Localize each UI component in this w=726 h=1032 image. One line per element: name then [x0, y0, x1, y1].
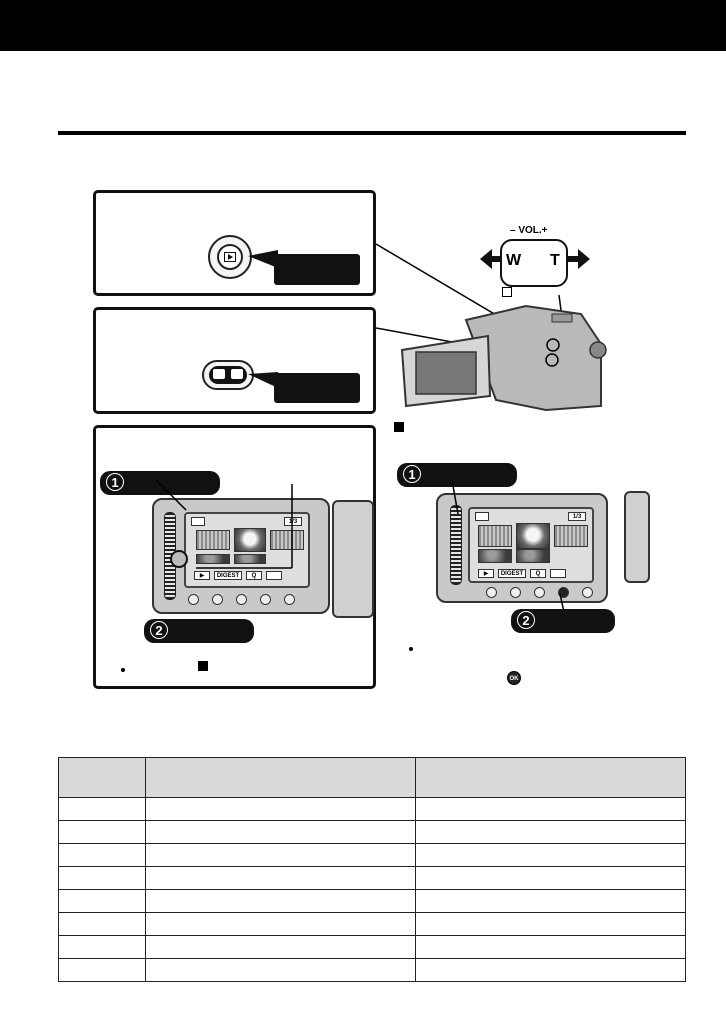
thumbnail[interactable] — [196, 554, 230, 564]
ok-button[interactable] — [486, 587, 497, 598]
table-header-row — [57, 757, 687, 798]
thumbnail[interactable] — [196, 530, 230, 550]
zoom-lever[interactable]: – VOL.+ W T — [480, 225, 590, 295]
specification-table — [57, 757, 687, 982]
mode-button-panel — [93, 307, 376, 414]
thumbnail[interactable] — [234, 554, 266, 564]
step-1-label-right: 1 — [397, 463, 517, 487]
lcd-screen-right: 1/3 ▶ DIGEST Q — [436, 493, 608, 603]
callout-pointer — [248, 372, 278, 388]
play-button[interactable]: ▶ — [194, 571, 210, 580]
index-mark-icon — [502, 287, 512, 297]
highlight-circle — [170, 550, 188, 568]
table-row — [57, 958, 687, 982]
header-bar — [0, 0, 726, 51]
table-row — [57, 912, 687, 936]
wide-label: W — [506, 252, 522, 269]
playback-button-panel — [93, 190, 376, 296]
lcd-hinge-right — [624, 491, 650, 583]
table-row — [57, 797, 687, 821]
video-mode-icon — [475, 512, 489, 521]
table-row — [57, 866, 687, 890]
playback-icon — [224, 252, 236, 262]
touch-button[interactable] — [212, 594, 223, 605]
video-mode-icon — [191, 517, 205, 526]
lcd-glass: 1/3 ▶ DIGEST Q — [184, 512, 310, 588]
pointer-lines — [156, 480, 293, 569]
thumbnail[interactable] — [516, 549, 550, 563]
menu-button[interactable] — [582, 587, 593, 598]
bullet — [121, 668, 125, 672]
step-2-label: 2 — [144, 619, 254, 643]
thumbnail[interactable] — [270, 530, 304, 550]
camera-icon — [231, 369, 243, 379]
thumbnail[interactable] — [478, 549, 512, 563]
square-mark-icon — [394, 422, 404, 432]
camcorder-illustration — [376, 243, 607, 412]
thumbnail[interactable] — [478, 525, 512, 547]
bullet — [409, 647, 413, 651]
square-mark-icon — [198, 661, 208, 671]
touch-button[interactable] — [510, 587, 521, 598]
ok-button[interactable] — [188, 594, 199, 605]
table-row — [57, 935, 687, 959]
table-row — [57, 820, 687, 844]
video-camera-icon — [213, 369, 225, 379]
lcd-hinge — [332, 500, 374, 618]
ok-icon: OK — [507, 671, 521, 685]
callout-pointer — [248, 250, 278, 268]
lcd-glass: 1/3 ▶ DIGEST Q — [468, 507, 594, 583]
table-row — [57, 843, 687, 867]
search-button[interactable]: Q — [246, 571, 262, 580]
table-row — [57, 889, 687, 913]
thumbnail[interactable] — [554, 525, 588, 547]
touch-button[interactable] — [260, 594, 271, 605]
touch-button[interactable] — [236, 594, 247, 605]
playback-callout — [274, 254, 360, 285]
lcd-screen: 1/3 ▶ DIGEST Q — [152, 498, 330, 614]
menu-button[interactable] — [284, 594, 295, 605]
play-button[interactable]: ▶ — [478, 569, 494, 578]
digest-button[interactable]: DIGEST — [498, 569, 526, 578]
tele-label: T — [550, 252, 560, 269]
digest-button[interactable]: DIGEST — [214, 571, 242, 580]
index-screen-panel: 1 1/3 ▶ DIGEST Q 2 — [93, 425, 376, 689]
pointer-lines-right — [452, 480, 565, 613]
touch-button[interactable] — [534, 587, 545, 598]
delete-button[interactable] — [266, 571, 282, 580]
step-2-label-right: 2 — [511, 609, 615, 633]
thumbnail[interactable] — [516, 523, 550, 549]
playback-button[interactable] — [208, 235, 252, 279]
section-rule — [58, 131, 686, 135]
delete-button[interactable] — [550, 569, 566, 578]
zoom-arrows — [480, 249, 590, 269]
mode-callout — [274, 373, 360, 403]
touch-button-selected[interactable] — [558, 587, 569, 598]
search-button[interactable]: Q — [530, 569, 546, 578]
thumbnail[interactable] — [234, 528, 266, 552]
